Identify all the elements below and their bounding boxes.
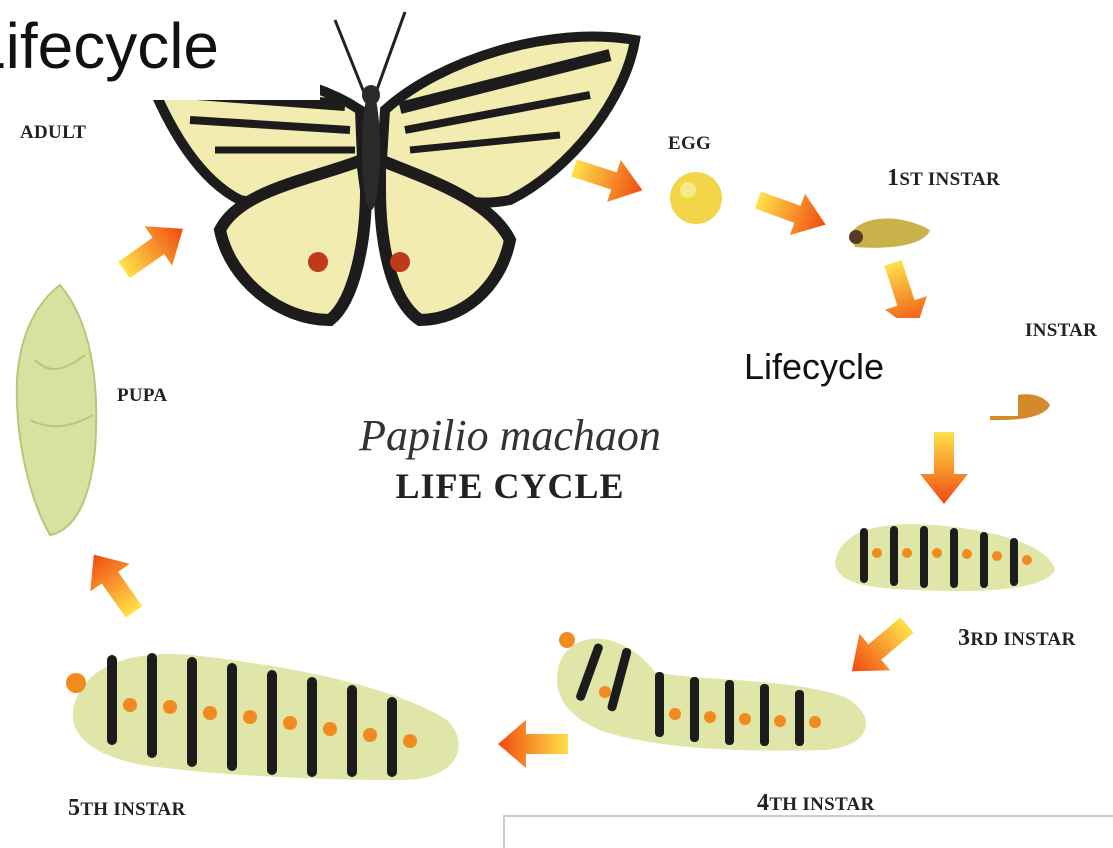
bottom-frame [503,815,1113,848]
diagram-title: Papilio machaon LIFE CYCLE [300,410,720,507]
label-instar1: 1ST INSTAR [887,165,1000,192]
slide-title: Lifecycle [0,0,320,100]
pupa-illustration [5,280,115,540]
label-instar5: 5TH INSTAR [68,795,186,822]
label-adult: ADULT [20,122,86,144]
life-cycle-heading: LIFE CYCLE [300,465,720,507]
overlay-label-box: Lifecycle [718,318,1018,416]
label-instar4: 4TH INSTAR [757,790,875,817]
overlay-label: Lifecycle [744,346,884,387]
species-name: Papilio machaon [300,410,720,461]
label-instar3: 3RD INSTAR [958,625,1076,652]
egg-illustration [666,168,726,228]
arrow-instar5-to-pupa [74,541,153,626]
label-pupa: PUPA [117,385,167,407]
arrow-egg-to-instar1 [750,179,833,245]
instar3-illustration [825,508,1065,598]
instar5-illustration [62,645,472,785]
arrow-instar2-to-instar3 [920,432,968,504]
instar4-illustration [545,622,885,762]
label-egg: EGG [668,133,711,155]
instar1-illustration [840,205,940,255]
label-instar2: INSTAR [1025,320,1097,342]
